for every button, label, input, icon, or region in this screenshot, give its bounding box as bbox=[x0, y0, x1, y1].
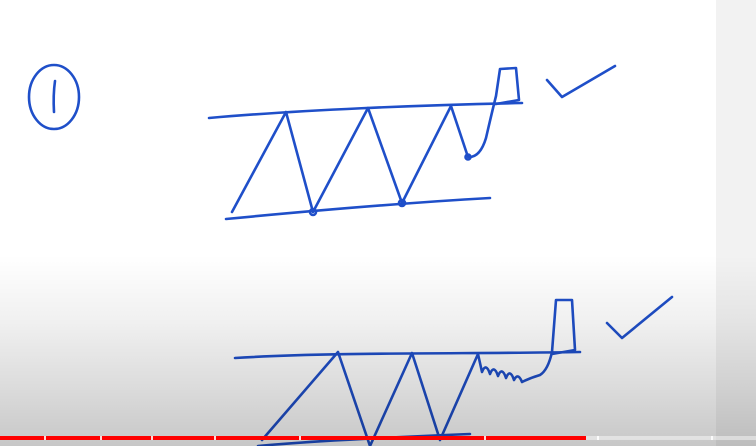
pattern-one-support-line bbox=[224, 196, 492, 221]
check-mark-two-icon bbox=[605, 295, 674, 340]
pattern-two-price-path bbox=[260, 298, 577, 446]
whiteboard-frame: 1 bbox=[27, 63, 674, 446]
video-progress-bar[interactable] bbox=[0, 434, 756, 446]
pattern-one-price-path bbox=[230, 66, 521, 214]
circled-number-one-icon: 1 bbox=[27, 63, 81, 131]
chapter-marker bbox=[151, 436, 153, 440]
chapter-marker bbox=[711, 436, 713, 440]
pattern-one-sketch bbox=[207, 64, 617, 221]
chapter-marker bbox=[214, 436, 216, 440]
pattern-two-sketch bbox=[233, 295, 674, 446]
chapter-marker bbox=[484, 436, 486, 440]
chapter-marker bbox=[100, 436, 102, 440]
check-mark-one-icon bbox=[545, 64, 617, 99]
pattern-two-resistance-line bbox=[233, 350, 582, 360]
chapter-marker bbox=[44, 436, 46, 440]
chapter-marker bbox=[597, 436, 599, 440]
chapter-marker bbox=[299, 436, 301, 440]
progress-played bbox=[0, 436, 586, 440]
pattern-one-resistance-line bbox=[207, 101, 524, 120]
whiteboard-drawing: 1 bbox=[27, 63, 674, 446]
player-side-panel bbox=[716, 0, 756, 446]
